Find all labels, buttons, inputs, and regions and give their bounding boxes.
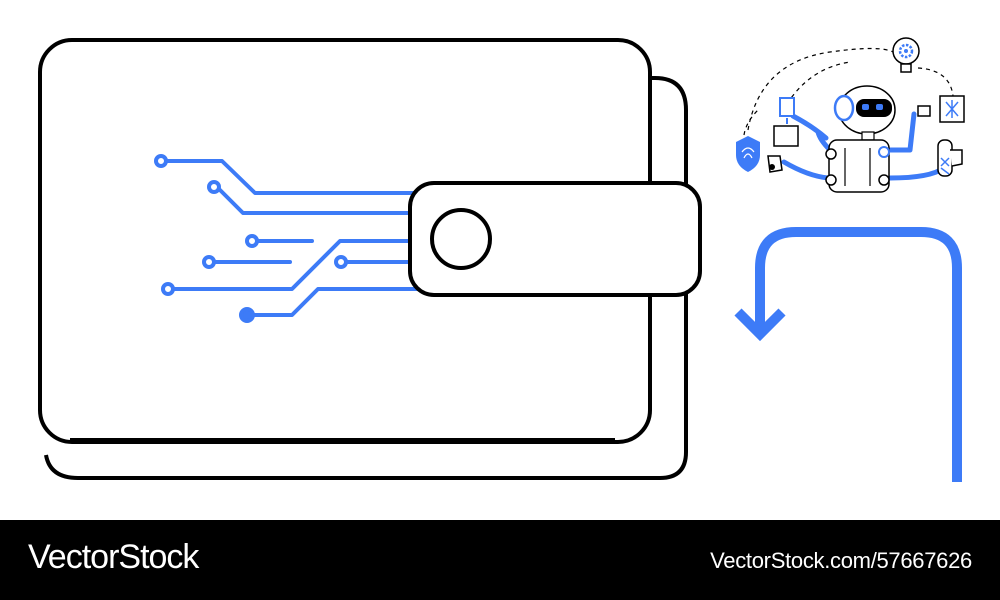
lightbulb-gear-icon: [892, 37, 920, 73]
robot-automation-icon: [736, 37, 965, 193]
circuit-lines-icon: [154, 154, 422, 323]
brand-logo: VectorStock: [28, 538, 199, 576]
solar-panel-icon: [917, 95, 965, 123]
package-document-icon: [773, 97, 799, 147]
test-tube-icon: [937, 139, 963, 177]
stock-reference-link[interactable]: VectorStock.com/57667626: [710, 548, 972, 573]
robot-head: [833, 85, 896, 141]
robot-body: [825, 139, 890, 193]
wallet-clasp-icon: [408, 181, 702, 297]
footer-bar: VectorStock VectorStock.com/57667626: [0, 520, 1000, 600]
u-turn-arrow-icon: [734, 227, 962, 482]
robot-hand-left: [767, 155, 783, 173]
fingerprint-shield-icon: [736, 136, 760, 172]
wallet-back-panel: [44, 76, 688, 480]
illustration-canvas: [38, 37, 965, 482]
